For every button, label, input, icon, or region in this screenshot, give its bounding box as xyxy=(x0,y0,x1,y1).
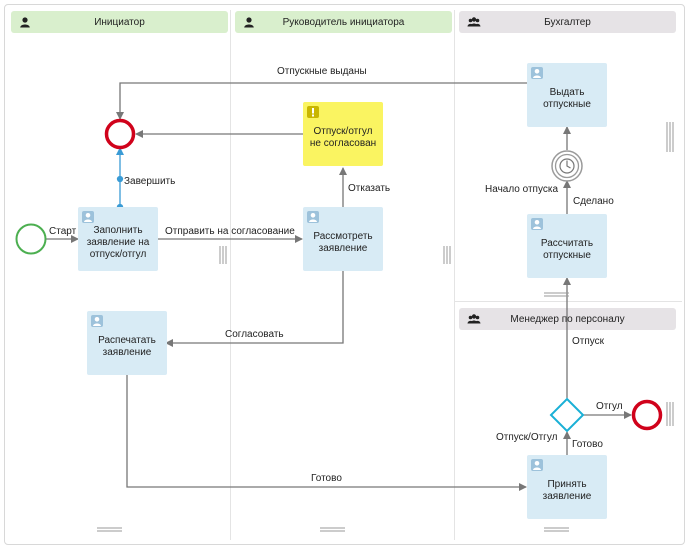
flow-label-finish: Завершить xyxy=(124,176,176,187)
lane-divider xyxy=(454,10,455,540)
flow-label-dayoff: Отгул xyxy=(596,401,623,412)
lane-divider xyxy=(230,10,231,540)
exclusive-gateway xyxy=(549,397,585,433)
flow-issued xyxy=(116,82,527,120)
end-event xyxy=(104,118,136,150)
flow-label-approve: Согласовать xyxy=(225,329,284,340)
timer-icon xyxy=(551,150,583,182)
lane-title: Инициатор xyxy=(94,16,145,28)
lane-header-accountant[interactable]: Бухгалтер xyxy=(459,11,676,33)
start-event xyxy=(15,223,47,255)
flow-label-done-accept: Готово xyxy=(572,439,603,450)
flow-label-issued: Отпускные выданы xyxy=(277,66,367,77)
flow-label-vacation: Отпуск xyxy=(572,336,605,347)
flow-label-vacation-start: Начало отпуска xyxy=(485,184,559,195)
task-label: Заполнить заявление на отпуск/отгул xyxy=(86,225,150,260)
warning-icon xyxy=(307,106,319,118)
task-label: Рассчитать отпускные xyxy=(540,238,594,261)
flow-label-vac-dayoff: Отпуск/Отгул xyxy=(496,432,558,443)
lane-divider xyxy=(454,301,682,302)
user-icon xyxy=(531,459,543,471)
flow-done-print xyxy=(126,375,527,491)
task-fill-application[interactable]: Заполнить заявление на отпуск/отгул xyxy=(78,207,158,271)
task-label: Принять заявление xyxy=(542,479,592,502)
lane-header-initiator[interactable]: Инициатор xyxy=(11,11,228,33)
user-icon xyxy=(531,67,543,79)
task-accept-application[interactable]: Принять заявление xyxy=(527,455,607,519)
lane-header-manager[interactable]: Руководитель инициатора xyxy=(235,11,452,33)
flow-approve xyxy=(165,271,344,347)
task-print-application[interactable]: Распечатать заявление xyxy=(87,311,167,375)
end-event xyxy=(631,399,663,431)
task-label: Рассмотреть заявление xyxy=(313,231,373,254)
flow-label-refuse: Отказать xyxy=(348,183,391,194)
user-icon xyxy=(244,17,254,28)
lane-resize-grip xyxy=(97,122,674,532)
task-issue-vacation-pay[interactable]: Выдать отпускные xyxy=(527,63,607,127)
lane-title: Руководитель инициатора xyxy=(282,16,405,28)
task-calculate-vacation-pay[interactable]: Рассчитать отпускные xyxy=(527,214,607,278)
flow-label-done-calc: Сделано xyxy=(573,196,614,207)
user-icon xyxy=(91,315,103,327)
group-icon xyxy=(467,314,481,324)
flow-label-send: Отправить на согласование xyxy=(165,226,295,237)
task-not-approved[interactable]: Отпуск/отгул не согласован xyxy=(303,102,383,166)
flow-label-start: Старт xyxy=(49,226,77,237)
user-icon xyxy=(20,17,30,28)
task-label: Распечатать заявление xyxy=(98,335,156,358)
task-label: Выдать отпускные xyxy=(543,87,591,110)
task-label: Отпуск/отгул не согласован xyxy=(309,126,377,149)
lane-title: Бухгалтер xyxy=(544,16,591,28)
user-icon xyxy=(307,211,319,223)
flow-label-done-print: Готово xyxy=(311,473,342,484)
user-icon xyxy=(531,218,543,230)
user-icon xyxy=(82,211,94,223)
task-review-application[interactable]: Рассмотреть заявление xyxy=(303,207,383,271)
group-icon xyxy=(467,17,481,27)
